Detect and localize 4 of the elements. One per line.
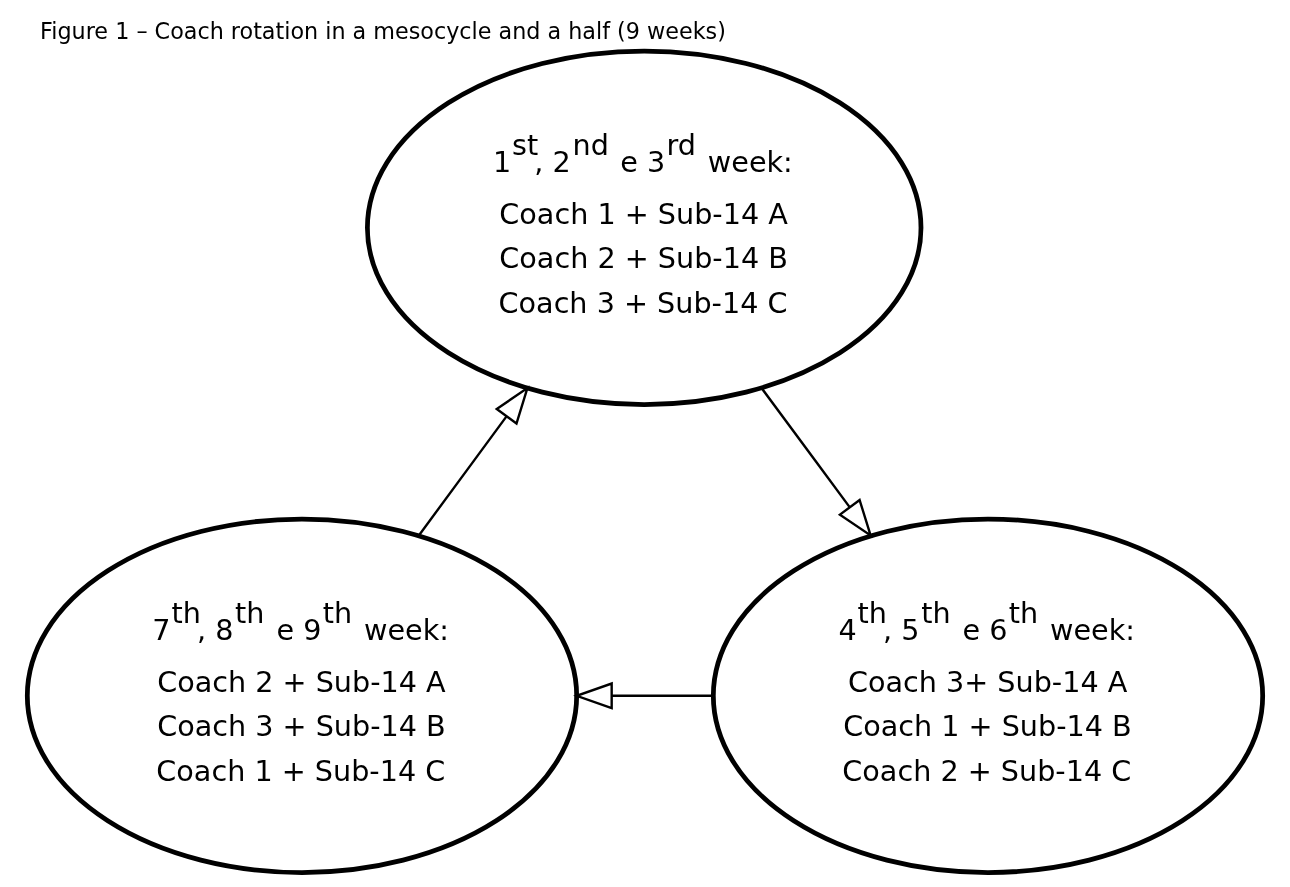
arrow [760, 387, 873, 539]
arrow [573, 681, 714, 710]
diagram-title: Figure 1 – Coach rotation in a mesocycle and a half (9 weeks) [40, 17, 726, 44]
arrow [417, 385, 530, 537]
